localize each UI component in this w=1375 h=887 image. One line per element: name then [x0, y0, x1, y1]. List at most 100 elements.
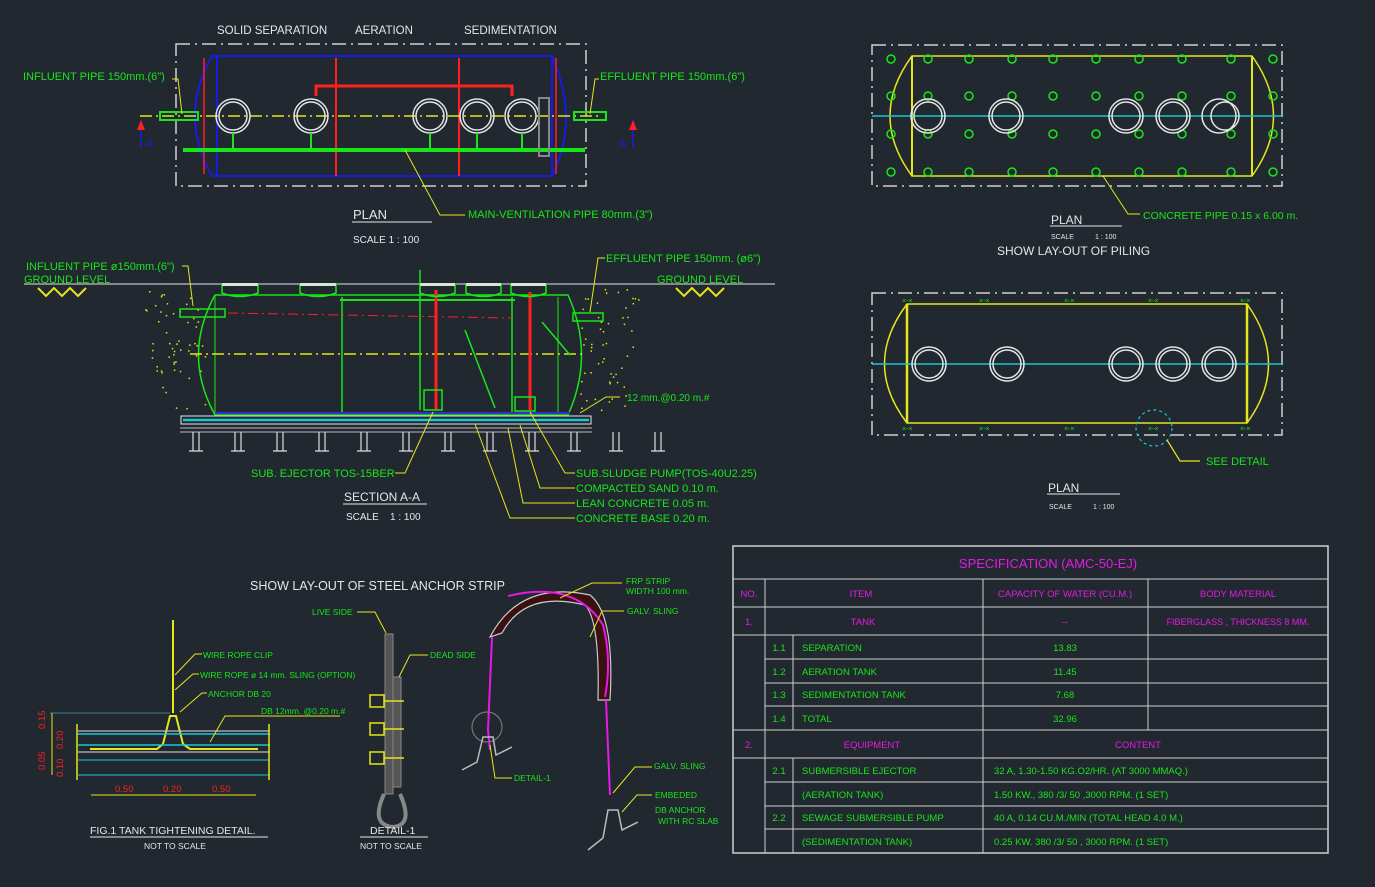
- sand-dot: [169, 342, 171, 345]
- sand-dot: [623, 323, 626, 326]
- sand-dot: [609, 381, 611, 383]
- live-side-label: LIVE SIDE: [312, 607, 353, 617]
- pile-marker: [964, 167, 974, 177]
- equipment-row-item: EQUIPMENT: [844, 740, 901, 751]
- sand-dot: [161, 372, 163, 374]
- leader-line: [174, 653, 202, 676]
- detail-circle: [1135, 409, 1173, 447]
- sand-dot: [605, 292, 608, 294]
- sand-dot: [173, 369, 176, 371]
- plan-boundary: [175, 43, 587, 187]
- sand-dot: [634, 298, 637, 300]
- sand-dot: [162, 386, 164, 389]
- tank-row-no: 1.: [745, 617, 753, 628]
- frp-strip-label: FRP STRIP: [626, 576, 671, 586]
- influent-pipe-label: INFLUENT PIPE 150mm.(6"): [23, 71, 165, 83]
- piling-scale-label: SCALE: [1051, 234, 1074, 241]
- sand-dot: [597, 362, 600, 365]
- tank-item-no: 1.3: [772, 690, 785, 701]
- sand-dot: [587, 298, 589, 300]
- sand-dot: [188, 377, 191, 380]
- sand-dot: [151, 357, 154, 359]
- db-anchor-left: [461, 736, 513, 771]
- vertical-dimensions: 0.15 0.20 0.05 0.10: [37, 711, 66, 778]
- leader-line: [579, 396, 620, 414]
- sand-dot: [610, 373, 612, 375]
- sand-dot: [590, 346, 593, 349]
- sand-dot: [194, 342, 196, 345]
- pile-marker: [1226, 167, 1236, 177]
- sand-dot: [173, 350, 176, 353]
- sand-dot: [600, 409, 603, 412]
- manholes: [910, 98, 1240, 134]
- sand-dot: [623, 386, 625, 388]
- ground-level-left: GROUND LEVEL: [24, 274, 110, 286]
- sand-dot: [599, 328, 602, 330]
- pile-marker: [1091, 91, 1101, 101]
- sand-dot: [622, 317, 624, 319]
- anchor-plan-title: PLAN: [1048, 481, 1079, 495]
- sand-dot: [583, 344, 585, 346]
- leader-line: [621, 794, 652, 813]
- sand-dot: [617, 291, 620, 294]
- zone-label-aeration: AERATION: [355, 25, 413, 37]
- ground-level-right: GROUND LEVEL: [657, 274, 743, 286]
- db-rebar-label: DB 12mm. @0.20 m.#: [261, 706, 345, 716]
- section-effluent-label: EFFLUENT PIPE 150mm. (ø6"): [606, 253, 761, 265]
- manhole-risers: [221, 284, 547, 298]
- leader-line: [174, 673, 199, 691]
- fig1-tank-tightening: SHOW LAY-OUT OF STEEL ANCHOR STRIP 0.15 …: [37, 579, 505, 851]
- embeded-label: EMBEDED: [655, 790, 697, 800]
- pile-marker: [1007, 54, 1017, 64]
- sand-dot: [590, 350, 592, 352]
- tank-item-no: 1.4: [772, 714, 785, 725]
- sand-dot: [187, 321, 189, 324]
- sand-dot: [195, 326, 198, 328]
- backfill-sand: [145, 288, 640, 412]
- wire-rope-sling-label: WIRE ROPE ø 14 mm. SLING (OPTION): [200, 670, 356, 680]
- dim-h-0-50-right: 0.50: [212, 784, 231, 795]
- anchor-scale-value: 1 : 100: [1093, 504, 1115, 511]
- equipment-item-name: SEWAGE SUBMERSIBLE PUMP: [802, 813, 944, 824]
- section-marker-right: A: [619, 138, 627, 150]
- pile-marker: [964, 54, 974, 64]
- tank-item-no: 1.1: [772, 643, 785, 654]
- tank-row-capacity: --: [1062, 617, 1068, 628]
- tank-item-name: AERATION TANK: [802, 667, 878, 678]
- pile-marker: [1177, 54, 1187, 64]
- section-marker-left: A: [146, 138, 154, 150]
- sand-dot: [166, 303, 169, 305]
- sand-dot: [608, 401, 611, 403]
- sand-dot: [611, 398, 613, 400]
- pile-marker: [1268, 129, 1278, 139]
- sand-dot: [602, 361, 604, 363]
- tank-item-capacity: 32.96: [1053, 714, 1077, 725]
- wire-rope-clips: [369, 694, 404, 765]
- anchor-strip-mark: ×-×: [902, 426, 913, 433]
- leader-line: [529, 411, 575, 474]
- sand-dot: [175, 407, 178, 409]
- detail1-subtitle: NOT TO SCALE: [360, 841, 422, 851]
- zone-label-sedimentation: SEDIMENTATION: [464, 25, 557, 37]
- callout-lean-concrete: LEAN CONCRETE 0.05 m.: [576, 498, 709, 510]
- anchor-strip-mark: ×-×: [1148, 298, 1159, 305]
- section-arrow-right: [629, 120, 637, 130]
- tank-section: [197, 294, 583, 416]
- concrete-pipe-label: CONCRETE PIPE 0.15 x 6.00 m.: [1143, 210, 1298, 222]
- section-a-a: INFLUENT PIPE ø150mm.(6") GROUND LEVEL E…: [24, 253, 775, 525]
- sand-dot: [596, 302, 599, 304]
- header-capacity: CAPACITY OF WATER (CU.M.): [998, 589, 1132, 600]
- sand-dot: [175, 361, 177, 363]
- anchor-strip-mark: ×-×: [1240, 298, 1251, 305]
- pile: [609, 432, 623, 452]
- sand-dot: [188, 350, 190, 352]
- tank-item-capacity: 11.45: [1053, 667, 1076, 678]
- anchor-strip-mark: ×-×: [979, 298, 990, 305]
- influent-pipe: [179, 308, 226, 318]
- section-title: SECTION A-A: [344, 490, 420, 504]
- with-rc-slab-label: WITH RC SLAB: [658, 816, 719, 826]
- pile: [525, 432, 539, 452]
- leader-line: [589, 257, 605, 313]
- sand-dot: [171, 347, 174, 350]
